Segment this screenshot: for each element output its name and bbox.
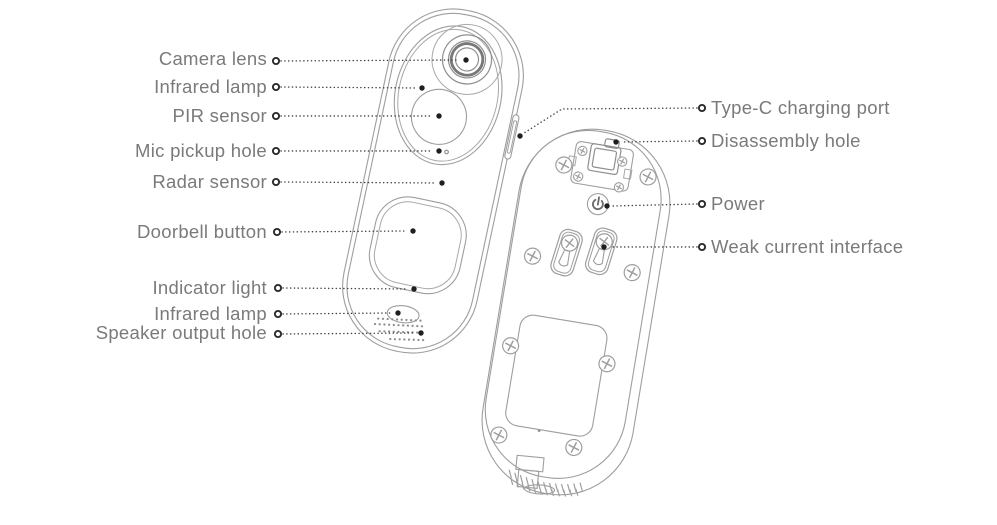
label-pir-sensor: PIR sensor [172, 105, 267, 126]
label-infrared-lamp-bottom: Infrared lamp [154, 303, 267, 324]
label-type-c-charging-port: Type-C charging port [711, 97, 890, 118]
label-camera-lens: Camera lens [158, 48, 267, 69]
screw-icon [488, 425, 509, 446]
speaker-holes-drawing [373, 317, 428, 342]
bottom-oval-drawing [524, 484, 556, 495]
leader-indicator-light [273, 283, 417, 293]
label-disassembly-hole: Disassembly hole [711, 130, 861, 151]
label-doorbell-button: Doorbell button [137, 221, 267, 242]
label-infrared-lamp-top: Infrared lamp [154, 76, 267, 97]
pir-sensor-drawing [410, 88, 468, 145]
label-power: Power [711, 193, 765, 214]
bottom-tab-drawing [515, 454, 545, 489]
screw-icon [622, 262, 643, 283]
label-radar-sensor: Radar sensor [152, 171, 267, 192]
front-device-illustration [342, 8, 524, 354]
leader-disassembly-hole [613, 136, 707, 146]
sensor-blob [393, 25, 503, 166]
leader-infrared-lamp-bottom [273, 309, 401, 319]
camera-lens-drawing [431, 23, 503, 95]
disassembly-latch-drawing [567, 138, 634, 194]
screw-icon [597, 353, 617, 374]
type-c-slot-drawing [504, 114, 520, 160]
screw-icon [563, 437, 584, 458]
label-indicator-light: Indicator light [152, 277, 267, 298]
leader-weak-current-interface [601, 242, 707, 252]
pinhole-drawing [537, 429, 541, 432]
infrared-lamp-drawing [386, 304, 420, 324]
mic-hole-drawing [444, 149, 449, 155]
leader-radar-sensor [271, 177, 445, 187]
leader-type-c-charging-port [517, 103, 707, 139]
leader-mic-pickup-hole [271, 146, 442, 156]
leader-speaker-output-hole [273, 329, 424, 339]
screw-icon [553, 155, 574, 175]
screw-icon [522, 246, 543, 267]
doorbell-button-drawing [368, 196, 467, 295]
speaker-grille-drawing [508, 469, 583, 497]
leader-infrared-lamp-top [271, 82, 425, 92]
leader-camera-lens [271, 56, 469, 66]
back-device-illustration [481, 128, 671, 497]
leader-pir-sensor [271, 111, 442, 121]
label-weak-current-interface: Weak current interface [711, 236, 904, 257]
screw-icon [500, 335, 521, 356]
label-speaker-output-hole: Speaker output hole [95, 322, 267, 343]
label-mic-pickup-hole: Mic pickup hole [134, 140, 267, 161]
leader-doorbell-button [272, 227, 416, 237]
battery-panel-drawing [505, 314, 608, 437]
weak-current-slots-drawing [548, 225, 620, 279]
leader-power [604, 199, 707, 209]
